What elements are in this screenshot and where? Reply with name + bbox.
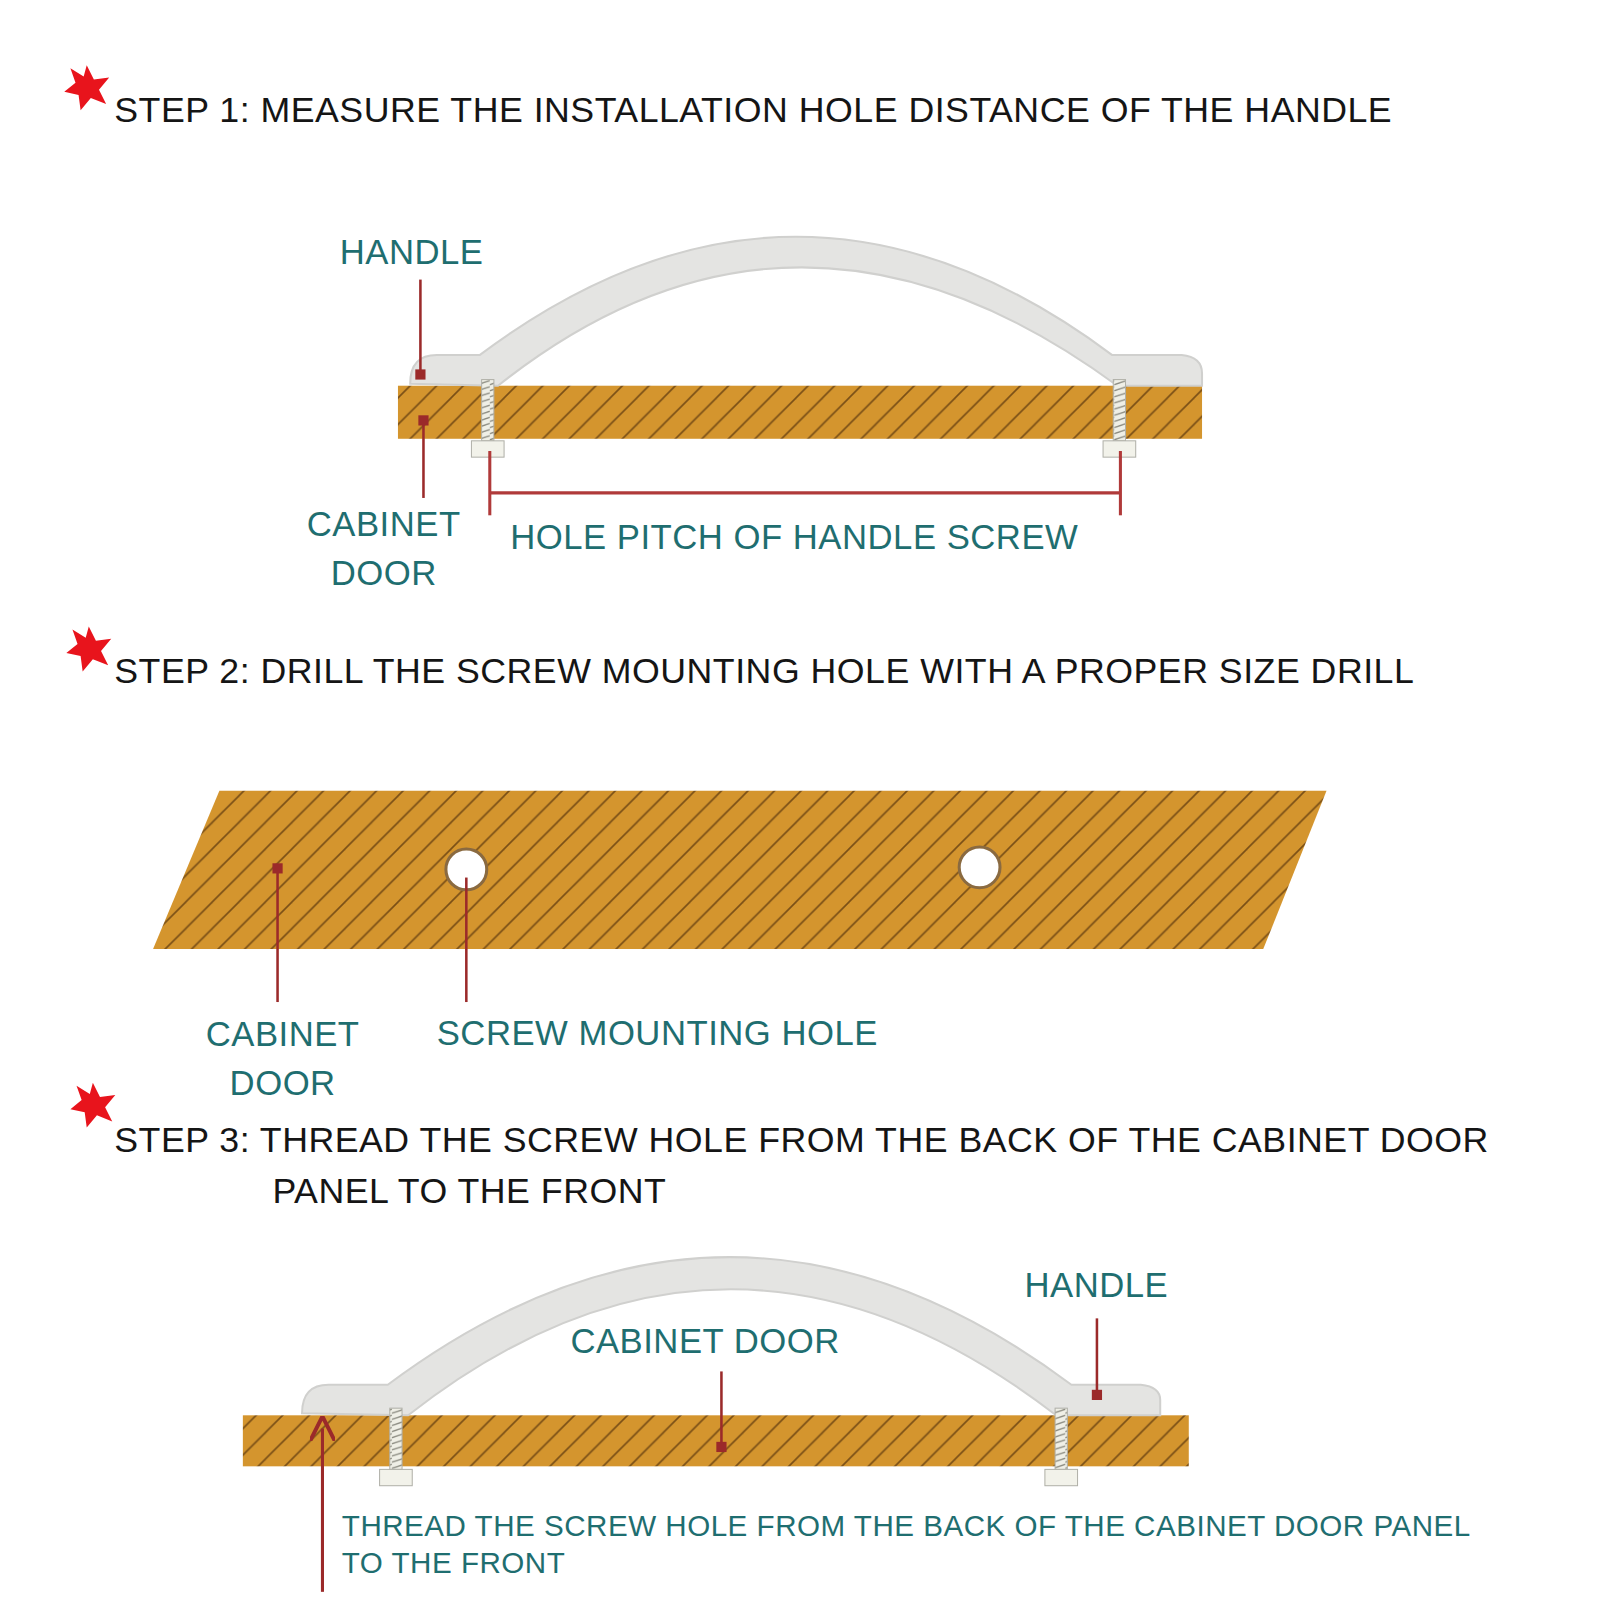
leader-line bbox=[1096, 1318, 1099, 1394]
leader-dot bbox=[418, 415, 428, 425]
screw bbox=[482, 380, 494, 441]
leader-dot bbox=[272, 863, 282, 873]
step2-figure bbox=[153, 791, 1326, 1002]
screw bbox=[390, 1408, 402, 1469]
dimension-line bbox=[490, 491, 1121, 494]
screw bbox=[1055, 1408, 1067, 1469]
leader-line bbox=[465, 878, 468, 1002]
screw-hole bbox=[959, 847, 1000, 888]
dimension-tick bbox=[488, 451, 491, 515]
handle bbox=[410, 237, 1202, 386]
star-bullet bbox=[70, 1083, 115, 1128]
cabinet-door-board bbox=[153, 791, 1326, 949]
note-label: THREAD THE SCREW HOLE FROM THE BACK OF T… bbox=[342, 1508, 1495, 1581]
part-label: CABINET DOOR bbox=[271, 500, 495, 598]
leader-dot bbox=[415, 369, 425, 379]
screw-head bbox=[380, 1469, 413, 1485]
part-label: HANDLE bbox=[340, 233, 484, 273]
part-label: CABINET DOOR bbox=[170, 1010, 394, 1108]
direction-arrow bbox=[321, 1429, 324, 1592]
leader-dot bbox=[716, 1442, 726, 1452]
step-heading: STEP 3: THREAD THE SCREW HOLE FROM THE B… bbox=[114, 1115, 1502, 1217]
dimension-tick bbox=[1119, 451, 1122, 515]
step1-figure bbox=[398, 237, 1202, 516]
leader-line bbox=[276, 869, 279, 1002]
part-label: CABINET DOOR bbox=[570, 1322, 839, 1362]
dimension-label: HOLE PITCH OF HANDLE SCREW bbox=[510, 518, 1078, 558]
step-heading: STEP 2: DRILL THE SCREW MOUNTING HOLE WI… bbox=[114, 651, 1583, 692]
star-bullet bbox=[64, 65, 109, 110]
screw-head bbox=[1045, 1469, 1078, 1485]
leader-line bbox=[419, 280, 422, 374]
cabinet-door-board bbox=[243, 1415, 1189, 1466]
part-label: HANDLE bbox=[1024, 1266, 1168, 1306]
step-heading: STEP 1: MEASURE THE INSTALLATION HOLE DI… bbox=[114, 90, 1583, 131]
leader-line bbox=[720, 1371, 723, 1444]
part-label: SCREW MOUNTING HOLE bbox=[437, 1014, 878, 1054]
screw bbox=[1113, 380, 1125, 441]
cabinet-door-board bbox=[398, 386, 1202, 439]
leader-line bbox=[422, 420, 425, 498]
leader-dot bbox=[1092, 1390, 1102, 1400]
screw-head bbox=[471, 441, 504, 457]
star-bullet bbox=[66, 627, 111, 672]
